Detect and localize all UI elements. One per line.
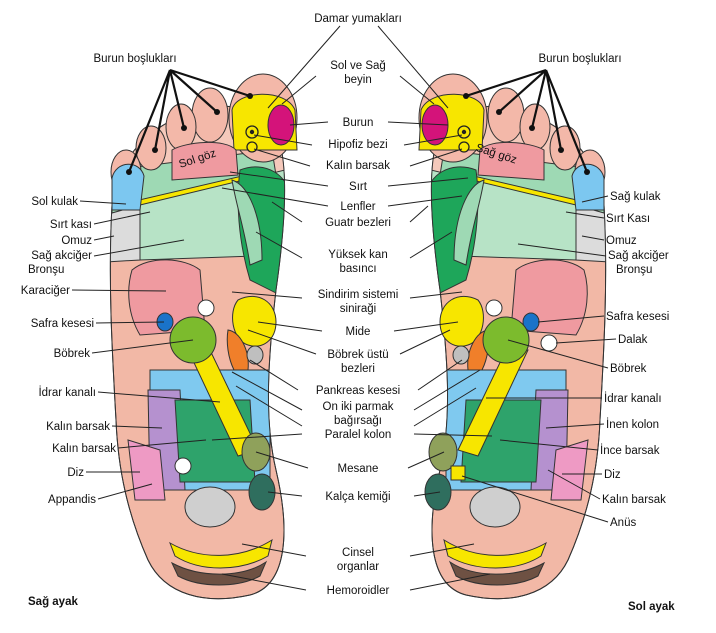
leader-lines — [71, 25, 617, 591]
label-kalin-left-1: Kalın barsak — [46, 421, 110, 433]
label-karaciger: Karaciğer — [21, 285, 70, 297]
label-omuz-right: Omuz — [606, 235, 637, 247]
label-burun: Burun — [343, 117, 374, 129]
label-bobrek-ustu-2: bezleri — [341, 363, 375, 375]
stomach-zone-left — [232, 295, 277, 347]
label-yuksek-1: Yüksek kan — [328, 249, 387, 261]
label-hemoroid: Hemoroidler — [327, 585, 390, 597]
hemorrhoid-zone-left — [170, 560, 268, 586]
label-ince-barsak: İnce barsak — [600, 444, 660, 457]
label-akciger-left-2: Bronşu — [28, 264, 64, 276]
label-kalin-right: Kalın barsak — [602, 494, 666, 506]
title-sag-ayak: Sağ ayak — [28, 596, 78, 608]
label-safra-left: Safra kesesi — [31, 318, 94, 330]
pituitary-right-2 — [461, 129, 467, 135]
label-safra-right: Safra kesesi — [606, 311, 669, 323]
label-bobrek-ustu-1: Böbrek üstü — [327, 349, 388, 361]
label-sindirim-1: Sindirim sistemi — [318, 289, 399, 301]
heel-bone-left — [184, 486, 236, 528]
stomach-zone-right — [439, 295, 484, 347]
second-toe-left — [191, 87, 229, 143]
fourth-toe-left — [135, 125, 167, 171]
pancreas-zone-left — [226, 329, 249, 371]
label-sindirim-2: siniraği — [340, 303, 376, 315]
second-toe-right — [487, 87, 525, 143]
label-anus: Anüs — [610, 517, 636, 529]
label-mide: Mide — [346, 326, 371, 338]
label-kalca: Kalça kemiği — [325, 491, 390, 503]
kidney-right — [482, 316, 530, 364]
title-sol-ayak: Sol ayak — [628, 601, 675, 613]
neck-zone-right — [453, 179, 485, 266]
label-bobrek-right: Böbrek — [610, 363, 647, 375]
label-on-iki-1: On iki parmak — [323, 401, 394, 413]
right-foot-drawing — [109, 73, 298, 600]
label-yuksek-2: basıncı — [339, 263, 376, 275]
label-dalak: Dalak — [618, 334, 648, 346]
label-omuz-left: Omuz — [61, 235, 92, 247]
white-point-left-1 — [197, 299, 215, 317]
label-sirt: Sırt — [349, 181, 368, 193]
right-labels: Burun boşlukları Sağ göz Sağ kulak Sırt … — [474, 53, 675, 613]
adrenal-gland-right — [452, 345, 470, 365]
label-burun-bosluklari-left: Burun boşlukları — [93, 53, 176, 65]
label-beyin-1: Sol ve Sağ — [330, 60, 386, 72]
label-diz-right: Diz — [604, 469, 621, 481]
label-hipofiz: Hipofiz bezi — [328, 139, 387, 151]
label-akciger-right-1: Sağ akciğer — [608, 250, 669, 262]
label-akciger-right-2: Bronşu — [616, 264, 652, 276]
label-idrar-left: İdrar kanalı — [38, 386, 96, 399]
label-pankreas: Pankreas kesesi — [316, 385, 400, 397]
label-appandis: Appandis — [48, 494, 96, 506]
label-kalin-left-2: Kalın barsak — [52, 443, 116, 455]
label-burun-bosluklari-right: Burun boşlukları — [538, 53, 621, 65]
label-idrar-right: İdrar kanalı — [604, 392, 662, 405]
label-bobrek-left: Böbrek — [54, 348, 91, 360]
label-lenfler: Lenfler — [340, 201, 375, 213]
label-guatr: Guatr bezleri — [325, 217, 391, 229]
white-point-right-1 — [485, 299, 503, 317]
eye-zone-left — [171, 141, 239, 181]
label-akciger-left-1: Sağ akciğer — [31, 250, 92, 262]
heel-bone-right — [469, 486, 521, 528]
label-sirt-kasi-right: Sırt Kası — [606, 213, 650, 225]
label-mesane: Mesane — [338, 463, 379, 475]
label-on-iki-2: bağırsağı — [334, 415, 382, 427]
fourth-toe-right — [549, 125, 581, 171]
white-point-right-2 — [540, 334, 558, 352]
genital-zone-right — [443, 538, 547, 569]
label-cinsel-2: organlar — [337, 561, 379, 573]
label-sol-kulak: Sol kulak — [31, 196, 78, 208]
label-paralel: Paralel kolon — [325, 429, 391, 441]
eye-zone-right — [477, 141, 545, 181]
pituitary-right-3 — [458, 141, 470, 153]
knee-zone-left — [127, 439, 166, 501]
label-beyin-2: beyin — [344, 74, 372, 86]
left-foot-drawing — [418, 73, 607, 600]
label-kalin-barsak-center: Kalın barsak — [326, 160, 390, 172]
center-labels: Damar yumakları Sol ve Sağ beyin Burun H… — [314, 13, 402, 597]
white-point-left-2 — [174, 457, 192, 475]
genital-zone-left — [169, 538, 273, 569]
ear-zone-left — [111, 163, 145, 211]
label-diz-left: Diz — [67, 467, 84, 479]
hemorrhoid-zone-right — [448, 560, 546, 586]
label-damar-yumaklari: Damar yumakları — [314, 13, 402, 25]
pituitary-left-3 — [246, 141, 258, 153]
pituitary-left-2 — [249, 129, 255, 135]
label-inen-kolon: İnen kolon — [606, 418, 659, 431]
left-labels: Burun boşlukları Sol göz Sol kulak Sırt … — [21, 53, 218, 608]
hip-bone-left — [248, 473, 276, 511]
anus-zone-right — [450, 465, 466, 481]
label-sag-kulak: Sağ kulak — [610, 191, 661, 203]
label-cinsel-1: Cinsel — [342, 547, 374, 559]
adrenal-gland-left — [246, 345, 264, 365]
label-sirt-kasi-left: Sırt kası — [50, 219, 92, 231]
